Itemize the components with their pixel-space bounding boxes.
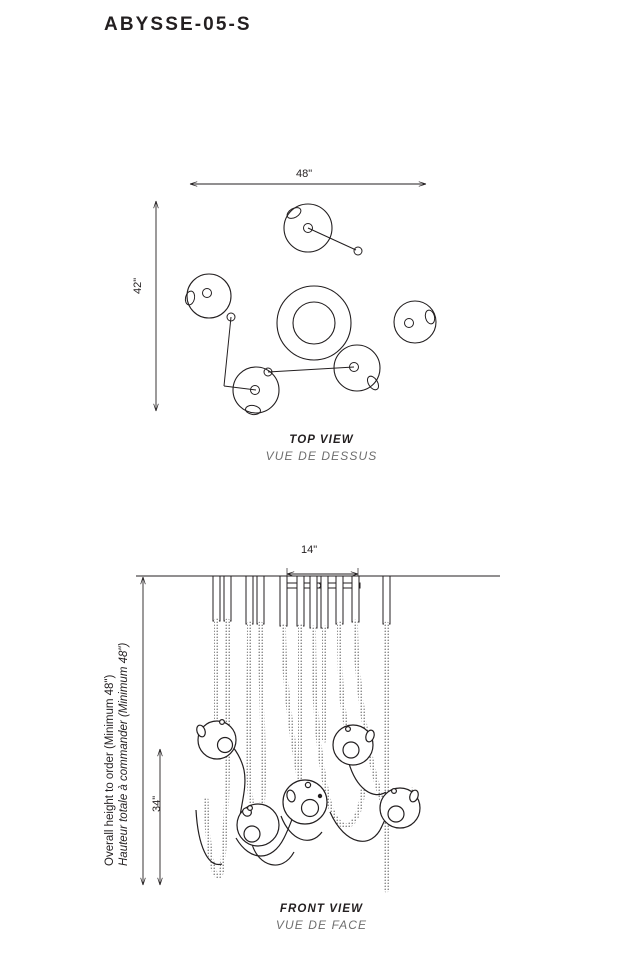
front-view-canopy-dimension [286,568,359,578]
globe-5 [379,787,421,829]
top-view-canopy [276,285,352,361]
top-view-sphere-5 [232,366,280,416]
top-view-sphere-2 [184,273,232,319]
top-view-cord-nodes [226,246,363,377]
front-view-caption-en: FRONT VIEW [279,903,364,915]
globe-2 [332,724,375,766]
overall-height-note-fr: Hauteur totale à commander (Minimum 48") [118,642,130,866]
front-view-caption-fr: VUE DE FACE [275,918,368,932]
front-view-caption: FRONT VIEW VUE DE FACE [0,903,643,932]
front-view-canopy-width-label: 14" [301,544,318,556]
front-view-drop-label: 34" [151,795,163,812]
top-view-width-label: 48" [296,168,313,180]
top-view-height-label: 42" [132,277,144,294]
top-view-sphere-3 [393,300,437,344]
top-view-sphere-1 [283,203,333,253]
globe-1 [196,718,237,760]
top-view-caption: TOP VIEW VUE DE DESSUS [0,434,643,463]
pendant-cords [203,618,415,893]
globe-3 [282,779,328,825]
top-view-group [153,181,437,416]
front-view-canopy [284,582,361,589]
overall-height-note-en: Overall height to order (Minimum 48") [104,674,116,866]
top-view-caption-fr: VUE DE DESSUS [265,449,378,463]
globe-4 [236,803,280,847]
top-view-cord-lines [223,227,357,391]
top-view-sphere-4 [333,344,381,392]
top-view-caption-en: TOP VIEW [289,434,354,446]
pendant-cord-loops [195,731,399,866]
stem-tubes [212,575,391,629]
page-title: ABYSSE-05-S [104,14,252,35]
front-view-group [136,568,500,893]
glass-globes [196,718,421,847]
